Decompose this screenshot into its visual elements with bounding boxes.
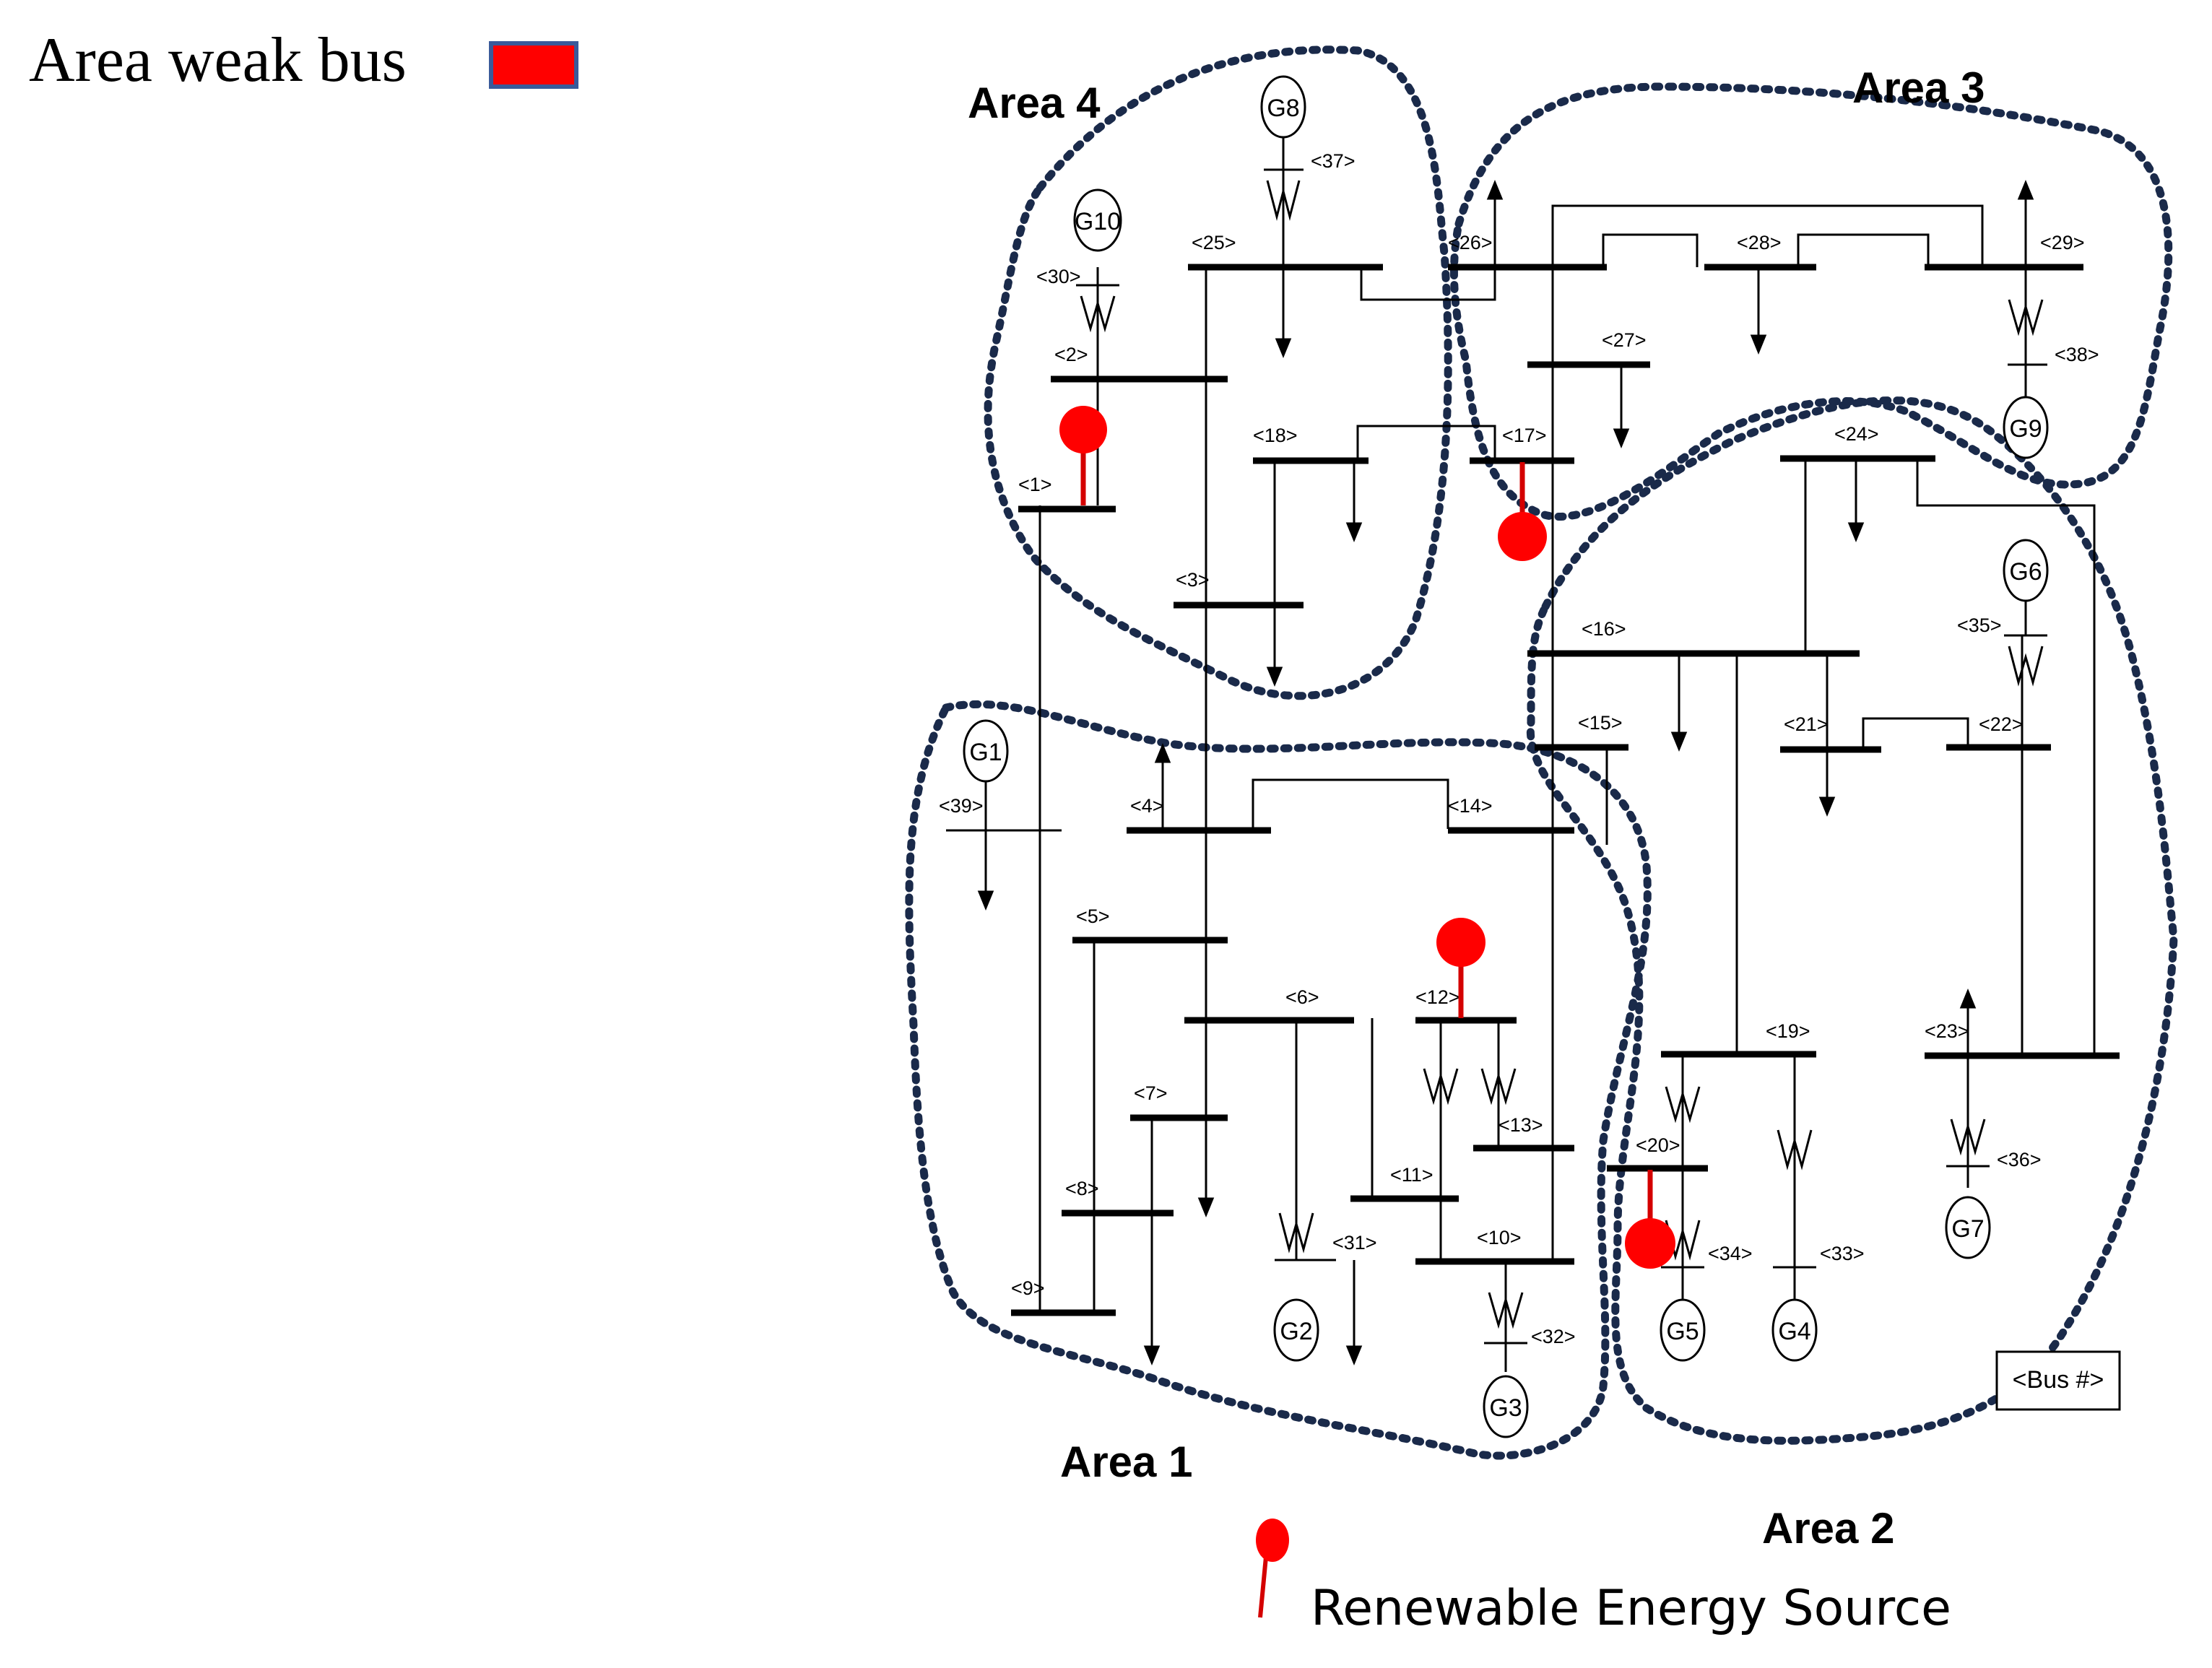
bus-label-5: <5> bbox=[1076, 905, 1110, 927]
bus-label-2: <2> bbox=[1054, 344, 1088, 365]
generator-g8-icon bbox=[1260, 75, 1306, 139]
bus-label-22: <22> bbox=[1979, 713, 2024, 735]
area-3-label: Area 3 bbox=[1852, 64, 1985, 112]
renewable-sources bbox=[1059, 406, 1675, 1269]
generator-label-g1: G1 bbox=[969, 739, 1002, 766]
area-2-label: Area 2 bbox=[1762, 1504, 1894, 1552]
generator-g1-icon bbox=[963, 719, 1009, 783]
bus-label-23: <23> bbox=[1925, 1020, 1969, 1042]
bus-label-39: <39> bbox=[939, 795, 984, 817]
bus-label-24: <24> bbox=[1834, 423, 1879, 445]
generator-buses bbox=[946, 168, 2047, 1345]
generator-label-g3: G3 bbox=[1489, 1394, 1522, 1422]
bus-label-14: <14> bbox=[1448, 795, 1493, 817]
generator-g3-icon bbox=[1483, 1375, 1529, 1438]
bus-label-32: <32> bbox=[1531, 1326, 1576, 1347]
bus-label-16: <16> bbox=[1582, 618, 1626, 640]
generator-g10-icon bbox=[1073, 188, 1122, 252]
bus-label-1: <1> bbox=[1018, 474, 1052, 495]
load-arrows bbox=[977, 180, 2034, 1365]
transformer-33 bbox=[1777, 1129, 1813, 1170]
transformer-31 bbox=[1278, 1212, 1314, 1254]
bus-number-key-label: <Bus #> bbox=[2013, 1366, 2104, 1394]
generator-label-g2: G2 bbox=[1280, 1318, 1312, 1345]
bus-label-20: <20> bbox=[1636, 1134, 1680, 1156]
area-boundaries bbox=[905, 45, 2178, 1460]
generator-label-g6: G6 bbox=[2009, 558, 2042, 586]
bus-label-33: <33> bbox=[1820, 1243, 1865, 1264]
bus-label-9: <9> bbox=[1011, 1277, 1045, 1299]
bus-label-31: <31> bbox=[1332, 1232, 1377, 1254]
generator-g7-icon bbox=[1945, 1196, 1991, 1259]
bus-labels: <1> <2> <3> <4> <5> <6> <7> <8> <9> <10>… bbox=[939, 150, 2099, 1347]
bus-label-18: <18> bbox=[1253, 425, 1298, 446]
generator-label-g4: G4 bbox=[1778, 1318, 1810, 1345]
bus-label-25: <25> bbox=[1192, 232, 1236, 253]
generator-g6-icon bbox=[2003, 539, 2049, 602]
generator-label-g10: G10 bbox=[1075, 208, 1121, 235]
transformer-36 bbox=[1950, 1118, 1986, 1156]
renewable-source-legend-label: Renewable Energy Source bbox=[1311, 1580, 1951, 1637]
bus-label-30: <30> bbox=[1036, 266, 1081, 287]
transformer-12-11 bbox=[1423, 1068, 1459, 1106]
weak-bus-legend-label: Area weak bus bbox=[29, 25, 407, 95]
renewable-source-bus-1 bbox=[1059, 406, 1107, 505]
generator-label-g5: G5 bbox=[1666, 1318, 1699, 1345]
bus-label-36: <36> bbox=[1997, 1149, 2042, 1170]
bus-number-key-box bbox=[1995, 1350, 2121, 1411]
transformer-37 bbox=[1266, 180, 1301, 221]
bus-label-35: <35> bbox=[1957, 614, 2002, 636]
transformer-12-13 bbox=[1480, 1068, 1517, 1106]
bus-label-19: <19> bbox=[1766, 1020, 1810, 1042]
bus-label-28: <28> bbox=[1737, 232, 1782, 253]
bus-label-27: <27> bbox=[1602, 329, 1647, 351]
generator-label-g7: G7 bbox=[1951, 1215, 1984, 1243]
transformer-30 bbox=[1080, 295, 1116, 333]
transformer-35 bbox=[2008, 646, 2044, 687]
bus-label-10: <10> bbox=[1477, 1227, 1522, 1248]
generator-labels: G10 G8 G9 G6 G1 G2 G3 G5 G4 G7 bbox=[969, 95, 2042, 1422]
renewable-source-bus-20 bbox=[1625, 1170, 1675, 1269]
bus-label-17: <17> bbox=[1502, 425, 1547, 446]
bus-label-12: <12> bbox=[1415, 986, 1460, 1008]
bus-bars bbox=[1011, 264, 2120, 1316]
generator-g5-icon bbox=[1660, 1298, 1706, 1362]
area-1-boundary bbox=[905, 700, 1652, 1460]
generator-g4-icon bbox=[1771, 1298, 1818, 1362]
bus-label-7: <7> bbox=[1134, 1082, 1168, 1104]
bus-label-38: <38> bbox=[2055, 344, 2099, 365]
bus-label-37: <37> bbox=[1311, 150, 1356, 172]
generator-g2-icon bbox=[1273, 1298, 1319, 1362]
renewable-source-bus-17 bbox=[1498, 462, 1547, 561]
bus-label-6: <6> bbox=[1285, 986, 1319, 1008]
area-2-boundary bbox=[1526, 396, 2178, 1445]
bus-label-26: <26> bbox=[1448, 232, 1493, 253]
generators bbox=[963, 75, 2049, 1438]
generator-label-g9: G9 bbox=[2009, 415, 2042, 443]
area-1-label: Area 1 bbox=[1060, 1438, 1192, 1486]
transformer-38 bbox=[2008, 299, 2044, 336]
bus-label-3: <3> bbox=[1176, 569, 1210, 591]
generator-label-g8: G8 bbox=[1267, 95, 1299, 122]
bus-label-11: <11> bbox=[1390, 1164, 1434, 1186]
bus-label-15: <15> bbox=[1578, 712, 1623, 734]
generator-g9-icon bbox=[2003, 396, 2049, 459]
weak-bus-legend-swatch bbox=[489, 41, 578, 89]
bus-label-13: <13> bbox=[1498, 1114, 1543, 1136]
area-4-boundary bbox=[984, 45, 1452, 700]
renewable-source-bus-12 bbox=[1436, 918, 1485, 1018]
area-3-boundary bbox=[1449, 82, 2173, 521]
bus-label-4: <4> bbox=[1130, 795, 1164, 817]
bus-label-34: <34> bbox=[1708, 1243, 1753, 1264]
transformer-19-20 bbox=[1665, 1086, 1701, 1124]
transformer-32 bbox=[1488, 1292, 1524, 1329]
bus-label-29: <29> bbox=[2040, 232, 2085, 253]
area-4-label: Area 4 bbox=[968, 79, 1101, 127]
bus-label-21: <21> bbox=[1784, 713, 1829, 735]
renewable-source-legend-icon bbox=[1256, 1519, 1289, 1618]
bus-label-8: <8> bbox=[1065, 1178, 1099, 1199]
